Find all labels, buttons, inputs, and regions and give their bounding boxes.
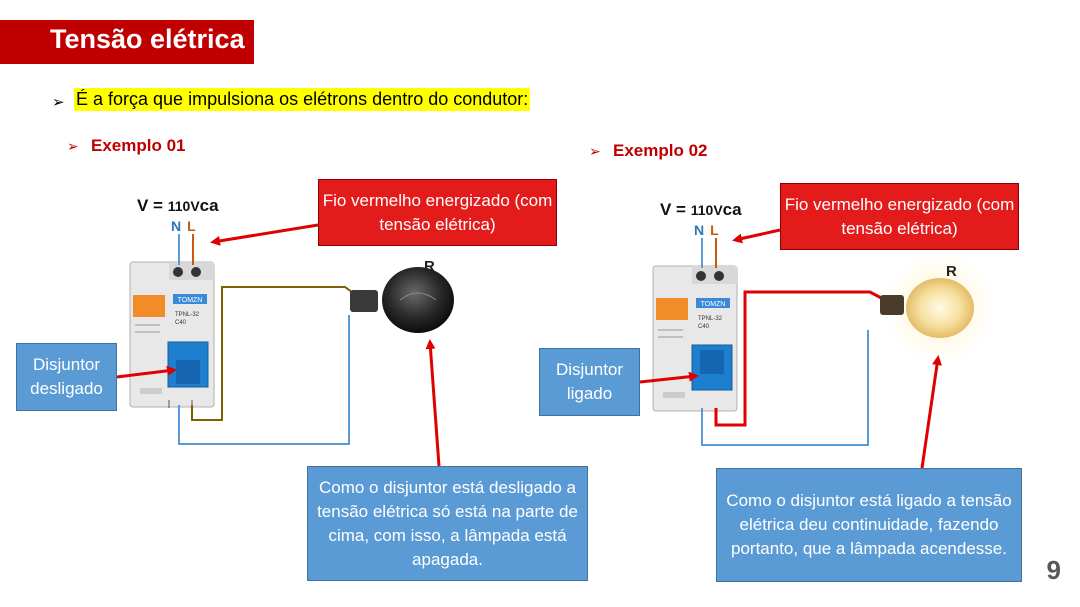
example2-heading: Exemplo 02 xyxy=(613,141,708,160)
energized-wire-box-2: Fio vermelho energizado (com tensão elét… xyxy=(780,183,1019,250)
lamp-off xyxy=(350,267,454,333)
arrow-to-phase-1 xyxy=(210,223,319,246)
bullet-arrow-icon: ➢ xyxy=(67,138,79,154)
breaker-1: TOMZN TPNL-32 C40 xyxy=(129,261,215,408)
breaker-on-box: Disjuntor ligado xyxy=(539,348,640,416)
bullet-arrow-icon: ➢ xyxy=(52,94,65,111)
title-bar xyxy=(0,20,254,64)
neutral-output-wire-2 xyxy=(701,330,869,446)
main-bullet-text: É a força que impulsiona os elétrons den… xyxy=(74,88,531,111)
voltage-label-2: V = 110Vca xyxy=(660,200,742,219)
arrow-to-breaker-1 xyxy=(116,365,177,379)
phase-output-wire-2 xyxy=(714,290,886,427)
lamp-label-1: R xyxy=(424,258,435,275)
breaker-model: TPNL-32 xyxy=(698,316,723,322)
arrow-to-lamp-1 xyxy=(425,339,441,467)
arrow-to-breaker-2 xyxy=(639,371,699,384)
explanation-box-2: Como o disjuntor está ligado a tensão el… xyxy=(716,468,1022,582)
breaker-2: TOMZN TPNL-32 C40 xyxy=(652,265,738,412)
lamp-label-2: R xyxy=(946,263,957,280)
bullet-arrow-icon: ➢ xyxy=(589,143,601,159)
arrow-to-lamp-2 xyxy=(920,355,942,469)
explanation-box-1: Como o disjuntor está desligado a tensão… xyxy=(307,466,588,581)
phase-output-wire-1 xyxy=(191,286,361,421)
breaker-rating: C40 xyxy=(175,320,187,326)
page-number: 9 xyxy=(1046,555,1061,585)
breaker-rating: C40 xyxy=(698,324,710,330)
arrow-to-phase-2 xyxy=(732,228,781,244)
lamp-on xyxy=(880,253,995,363)
breaker-model: TPNL-32 xyxy=(175,312,200,318)
neutral-output-wire-1 xyxy=(178,315,350,445)
breaker-off-box: Disjuntor desligado xyxy=(16,343,117,411)
voltage-label-1: V = 110Vca xyxy=(137,196,219,215)
slide-title: Tensão elétrica xyxy=(50,24,245,54)
breaker-brand: TOMZN xyxy=(178,297,203,304)
energized-wire-box-1: Fio vermelho energizado (com tensão elét… xyxy=(318,179,557,246)
breaker-brand: TOMZN xyxy=(701,301,726,308)
example1-heading: Exemplo 01 xyxy=(91,136,186,155)
